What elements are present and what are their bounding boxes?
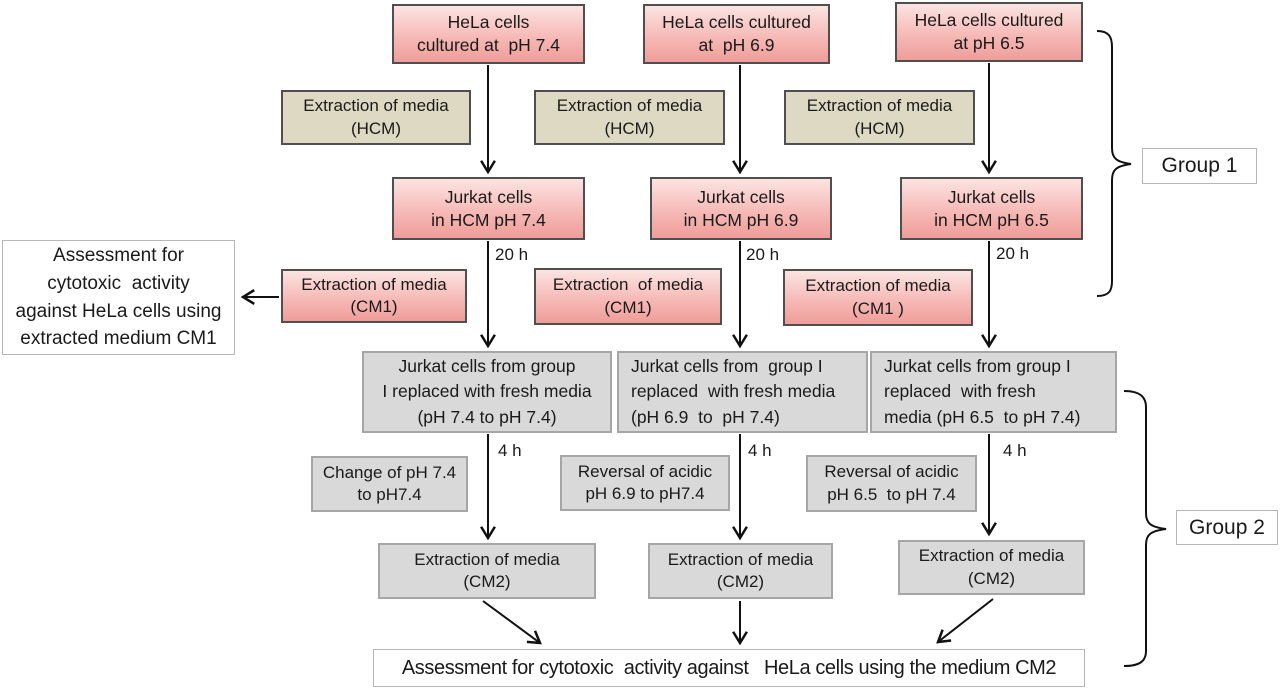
group1-brace — [1096, 30, 1132, 297]
jurkat-hcm-box-3: Jurkat cells in HCM pH 6.5 — [900, 177, 1083, 240]
cm1-extraction-box-2: Extraction of media (CM1) — [534, 268, 722, 325]
group1-jurkat-replaced-box-3: Jurkat cells from group I replaced with … — [870, 351, 1117, 433]
hcm-extraction-box-3: Extraction of media (HCM) — [784, 90, 975, 145]
cm2-assessment-box: Assessment for cytotoxic activity agains… — [373, 649, 1085, 687]
time-label-4h-1: 4 h — [498, 441, 522, 460]
time-label-4h-3: 4 h — [1003, 441, 1027, 460]
cm1-extraction-box-1: Extraction of media (CM1) — [281, 269, 467, 323]
time-label-20h-3: 20 h — [996, 244, 1030, 263]
ph-change-box-1: Change of pH 7.4 to pH7.4 — [311, 456, 468, 512]
jurkat-hcm-box-2: Jurkat cells in HCM pH 6.9 — [650, 177, 832, 240]
group1-jurkat-replaced-box-1: Jurkat cells from group I replaced with … — [362, 351, 612, 433]
time-label-20h-1: 20 h — [495, 245, 529, 264]
group1-jurkat-replaced-box-2: Jurkat cells from group I replaced with … — [617, 351, 868, 433]
hela-box-ph69: HeLa cells cultured at pH 6.9 — [643, 4, 830, 64]
cm2-extraction-box-3: Extraction of media (CM2) — [898, 540, 1085, 595]
ph-change-box-2: Reversal of acidic pH 6.9 to pH7.4 — [560, 455, 730, 511]
hcm-extraction-box-2: Extraction of media (HCM) — [534, 90, 725, 145]
time-label-20h-2: 20 h — [746, 245, 780, 264]
group1-label: Group 1 — [1142, 148, 1257, 184]
group2-label: Group 2 — [1176, 510, 1278, 545]
time-label-4h-2: 4 h — [748, 441, 772, 460]
hcm-extraction-box-1: Extraction of media (HCM) — [281, 90, 471, 145]
cm2-extraction-box-2: Extraction of media (CM2) — [648, 543, 833, 599]
cm1-assessment-box: Assessment for cytotoxic activity agains… — [2, 240, 235, 355]
jurkat-hcm-box-1: Jurkat cells in HCM pH 7.4 — [392, 177, 585, 240]
cm1-extraction-box-3: Extraction of media (CM1 ) — [783, 269, 973, 326]
arrow-cm2-to-assessment-1 — [482, 600, 542, 645]
hela-box-ph65: HeLa cells cultured at pH 6.5 — [895, 2, 1083, 62]
ph-change-box-3: Reversal of acidic pH 6.5 to pH 7.4 — [806, 455, 977, 512]
cm2-extraction-box-1: Extraction of media (CM2) — [378, 543, 596, 599]
group2-brace — [1123, 390, 1167, 667]
hela-box-ph74: HeLa cells cultured at pH 7.4 — [392, 4, 585, 64]
arrow-cm2-to-assessment-3 — [936, 598, 994, 644]
